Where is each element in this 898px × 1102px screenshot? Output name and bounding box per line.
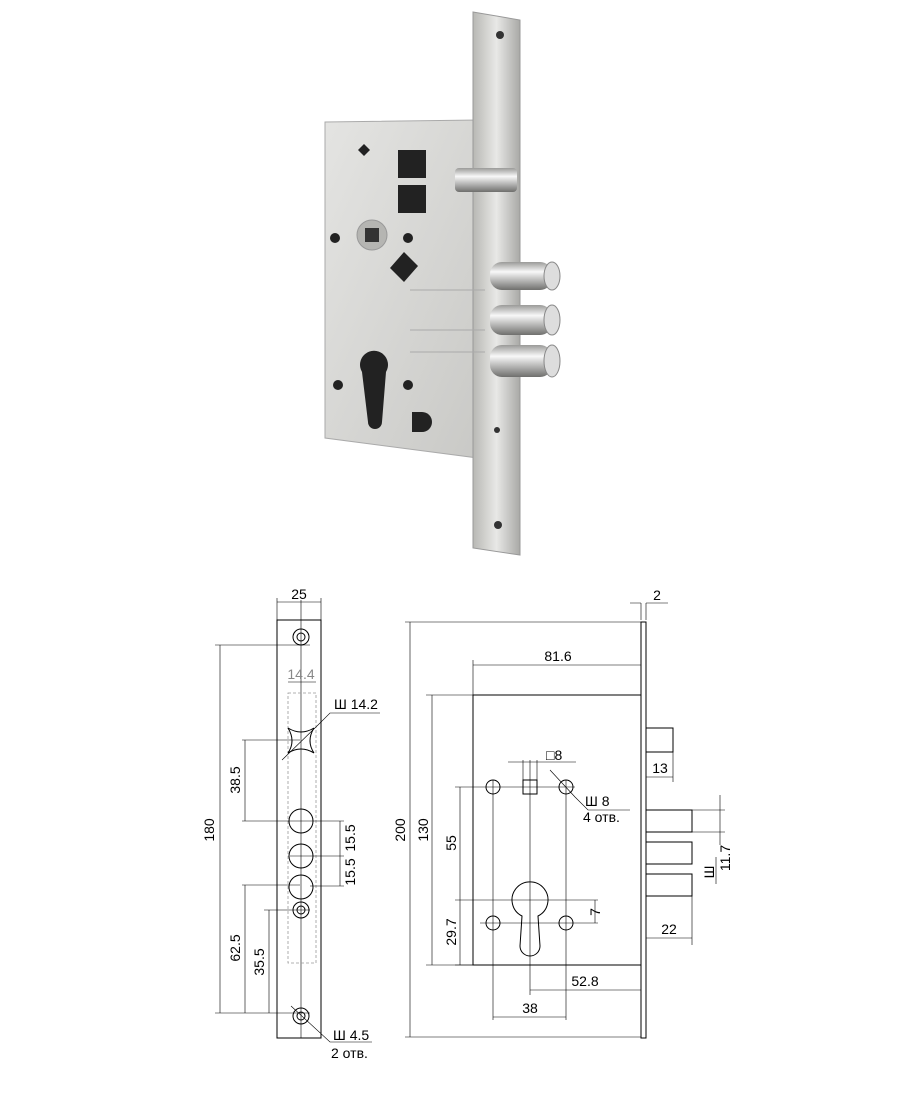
dim-screw-holes: Ш 4.5 bbox=[333, 1027, 369, 1043]
dim-15-5-b: 15.5 bbox=[342, 858, 358, 885]
dim-7: 7 bbox=[587, 908, 603, 916]
dim-latch-hole: Ш 14.2 bbox=[334, 696, 378, 712]
latch-photo bbox=[455, 168, 517, 192]
dim-bolt-zone: 14.4 bbox=[287, 666, 314, 682]
dim-11-7: 11.7 bbox=[717, 845, 733, 871]
dim-22: 22 bbox=[661, 921, 677, 937]
dim-180: 180 bbox=[201, 818, 217, 842]
dim-81-6: 81.6 bbox=[544, 648, 571, 664]
dim-38: 38 bbox=[522, 1000, 538, 1016]
dim-55: 55 bbox=[443, 835, 459, 851]
dim-mount-holes-count: 4 отв. bbox=[583, 809, 620, 825]
lock-photo bbox=[324, 11, 561, 556]
dim-mount-holes: Ш 8 bbox=[585, 793, 610, 809]
dim-29-7: 29.7 bbox=[443, 918, 459, 945]
dim-200: 200 bbox=[392, 818, 408, 842]
dim-38-5: 38.5 bbox=[227, 766, 243, 793]
dim-spindle-square: □8 bbox=[546, 747, 562, 763]
dim-13: 13 bbox=[652, 760, 668, 776]
dim-62-5: 62.5 bbox=[227, 934, 243, 961]
latch-drawing bbox=[645, 727, 674, 753]
dim-15-5-a: 15.5 bbox=[342, 824, 358, 851]
side-view-drawing: 2 200 81.6 130 □8 Ш 8 4 отв. 55 29.7 7 5… bbox=[392, 587, 733, 1039]
cylinder-hole-photo bbox=[360, 350, 389, 429]
dim-52-8: 52.8 bbox=[571, 973, 598, 989]
dim-screw-holes-count: 2 отв. bbox=[331, 1045, 368, 1061]
faceplate-drawing: 25 14.4 Ш 14.2 180 38.5 62.5 35.5 15.5 1… bbox=[201, 586, 380, 1061]
dim-faceplate-thickness: 2 bbox=[653, 587, 661, 603]
dim-35-5: 35.5 bbox=[251, 948, 267, 975]
bolts-photo bbox=[490, 261, 561, 378]
dim-130: 130 bbox=[415, 818, 431, 842]
dim-bolt-diameter-symbol: Ш bbox=[701, 866, 717, 879]
dim-width: 25 bbox=[291, 586, 307, 602]
